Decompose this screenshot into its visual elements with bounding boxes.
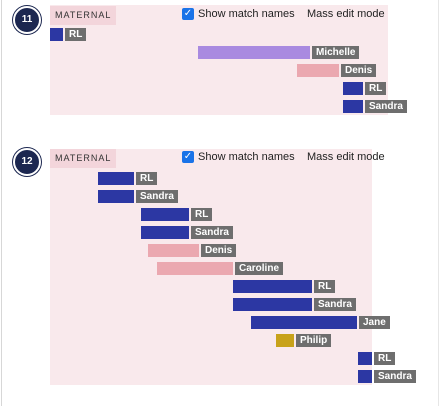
segment-bar-blue[interactable] [50,28,63,41]
segment-bar-blue[interactable] [251,316,357,329]
match-name-label[interactable]: Sandra [191,226,233,239]
segment-bar-purple[interactable] [198,46,310,59]
segment-bar-pink[interactable] [157,262,233,275]
match-name-label[interactable]: RL [314,280,336,293]
mass-edit-mode-toggle[interactable]: Mass edit mode [307,151,385,163]
match-name-label[interactable]: RL [136,172,158,185]
left-divider [1,0,2,406]
match-name-label[interactable]: Denis [201,244,237,257]
segment-bar-blue[interactable] [343,82,363,95]
side-label-maternal: MATERNAL [50,149,117,168]
match-name-label[interactable]: Michelle [312,46,360,59]
right-divider [438,0,439,406]
segment-bar-blue[interactable] [98,172,134,185]
match-name-label[interactable]: Caroline [235,262,284,275]
segment-bar-blue[interactable] [141,208,189,221]
match-name-label[interactable]: RL [191,208,213,221]
segment-bar-blue[interactable] [358,370,372,383]
check-icon[interactable]: ✓ [182,8,194,20]
segment-bar-blue[interactable] [343,100,363,113]
match-name-label[interactable]: RL [65,28,87,41]
segment-bar-pink[interactable] [148,244,199,257]
show-match-names-label: Show match names [198,8,295,20]
show-match-names-toggle[interactable]: ✓ Show match names [182,149,295,165]
segment-bar-blue[interactable] [233,280,312,293]
segment-bar-pink[interactable] [297,64,339,77]
check-icon[interactable]: ✓ [182,151,194,163]
match-name-label[interactable]: Philip [296,334,332,347]
side-label-maternal: MATERNAL [50,6,117,25]
show-match-names-label: Show match names [198,151,295,163]
show-match-names-toggle[interactable]: ✓ Show match names [182,6,295,22]
segment-bar-blue[interactable] [233,298,312,311]
mass-edit-mode-toggle[interactable]: Mass edit mode [307,8,385,20]
match-name-label[interactable]: RL [365,82,387,95]
segment-bar-blue[interactable] [358,352,372,365]
segment-bar-blue[interactable] [141,226,189,239]
match-name-label[interactable]: Jane [359,316,390,329]
match-name-label[interactable]: Sandra [136,190,178,203]
match-name-label[interactable]: Sandra [365,100,407,113]
chromosome-number-badge: 11 [13,6,41,34]
segment-bar-blue[interactable] [98,190,134,203]
chromosome-number-badge: 12 [13,148,41,176]
match-name-label[interactable]: Sandra [374,370,416,383]
match-name-label[interactable]: Denis [341,64,377,77]
segment-bar-gold[interactable] [276,334,294,347]
match-name-label[interactable]: RL [374,352,396,365]
match-name-label[interactable]: Sandra [314,298,356,311]
